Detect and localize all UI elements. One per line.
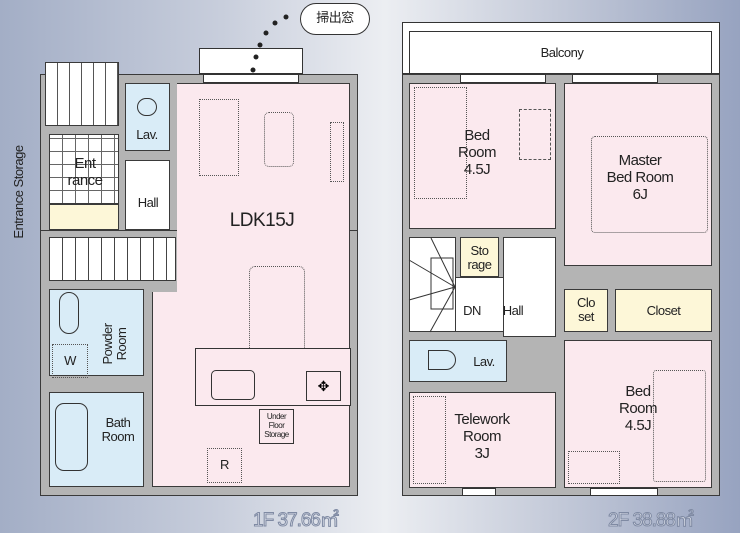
telework-room-line3: 3J	[474, 445, 490, 462]
bathtub-icon	[55, 403, 88, 471]
sink-icon	[59, 292, 79, 334]
room-bed-1	[409, 83, 556, 229]
telework-room-line1: Telework	[454, 411, 510, 428]
bed1-desk-outline	[519, 109, 551, 160]
closet-label: Closet	[646, 303, 681, 318]
entrance-label-line2: rance	[67, 172, 103, 189]
bed-room-1-line2: Room	[457, 144, 497, 161]
master-bed-room-line1: Master	[618, 152, 662, 169]
ldk-label: LDK15J	[229, 210, 295, 231]
washer-label: W	[64, 353, 76, 368]
bath-room-label: Bath Room	[94, 416, 142, 444]
telework-desk-outline	[413, 396, 446, 484]
sweep-window-callout-text: 掃出窓	[316, 10, 354, 25]
stove-icon: ✥	[306, 371, 341, 401]
telework-room-line2: Room	[462, 428, 502, 445]
closet-small-line2: set	[578, 309, 594, 324]
dn-label: DN	[463, 303, 481, 318]
floor1-area-label: 1F 37.66㎡	[253, 510, 340, 532]
entrance-porch	[45, 62, 119, 126]
bed2-desk-outline	[568, 451, 620, 484]
room-master-bed	[564, 83, 712, 266]
room-bath	[49, 392, 144, 487]
bed-room-1-line3: 4.5J	[463, 161, 491, 178]
room-lav-1f	[125, 83, 170, 151]
under-floor-storage-line2: Floor	[268, 421, 285, 430]
under-floor-storage	[259, 409, 294, 444]
sofa-outline	[199, 99, 239, 176]
room-telework	[409, 392, 556, 488]
toilet-2f-icon	[428, 350, 456, 370]
balcony-inner	[409, 31, 712, 74]
bed-room-2-line1: Bed	[625, 383, 651, 400]
lav-2f-label: Lav.	[473, 354, 495, 369]
telework-room-label: Telework Room 3J	[442, 411, 522, 462]
bed-room-1-label: Bed Room 4.5J	[452, 127, 502, 178]
closet-small-label: Clo set	[564, 296, 608, 324]
master-bed-outline	[591, 136, 708, 233]
closet-small	[564, 289, 608, 332]
bed2-window	[590, 488, 658, 496]
storage-2f-label: Sto rage	[460, 244, 499, 272]
entrance-label: Ent rance	[60, 155, 110, 189]
floor-1-plan: Ent rance Entrance Storage Lav. Hall UP …	[11, 3, 370, 532]
master-bed-room-line2: Bed Room	[606, 169, 674, 186]
sweep-window	[203, 74, 299, 83]
room-hall-2f-upper	[503, 237, 556, 337]
bed1-bed-outline	[414, 87, 467, 199]
storage-2f-line2: rage	[467, 257, 492, 272]
room-entrance	[49, 134, 119, 204]
under-floor-storage-line3: Storage	[264, 430, 289, 439]
stairs-2f	[409, 237, 456, 332]
bed2-bed-outline	[653, 370, 706, 482]
table-outline	[264, 112, 294, 167]
master-bed-room-label: Master Bed Room 6J	[590, 152, 690, 203]
under-floor-storage-label: Under Floor Storage	[259, 412, 294, 439]
master-bed-room-line3: 6J	[632, 186, 648, 203]
entrance-label-line1: Ent	[74, 155, 96, 172]
master-window	[572, 74, 658, 83]
balcony-label: Balcony	[540, 45, 584, 60]
floor2-area-label: 2F 38.88㎡	[608, 510, 695, 532]
bed-room-2-line2: Room	[618, 400, 658, 417]
refrigerator-label: R	[220, 457, 229, 472]
bed-room-2-label: Bed Room 4.5J	[613, 383, 663, 434]
bed-room-2-line3: 4.5J	[624, 417, 652, 434]
storage-2f-line1: Sto	[470, 243, 489, 258]
kitchen-sink-icon	[211, 370, 255, 400]
closet-small-line1: Clo	[576, 295, 596, 310]
room-bed-2	[564, 340, 712, 488]
closet	[615, 289, 712, 332]
lav-1f-label: Lav.	[136, 127, 158, 142]
refrigerator-space	[207, 448, 242, 483]
bed-room-1-line1: Bed	[464, 127, 490, 144]
tv-stand-outline	[330, 122, 344, 182]
telework-window	[462, 488, 496, 496]
room-hall-1f	[125, 160, 170, 230]
bath-room-label-line1: Bath	[105, 415, 131, 430]
kitchen-counter	[195, 348, 351, 406]
bed1-window	[460, 74, 546, 83]
entrance-storage	[49, 204, 119, 230]
stairs-1f	[49, 237, 176, 281]
room-lav-2f	[409, 340, 507, 382]
washer-space	[52, 344, 88, 378]
bath-room-label-line2: Room	[101, 429, 135, 444]
sweep-window-callout	[300, 3, 370, 35]
toilet-icon	[137, 98, 157, 116]
hall-2f-label: Hall	[502, 303, 524, 318]
hall-1f-label: Hall	[137, 195, 159, 210]
storage-2f	[460, 237, 499, 277]
under-floor-storage-line1: Under	[266, 412, 287, 421]
balcony	[402, 22, 720, 74]
